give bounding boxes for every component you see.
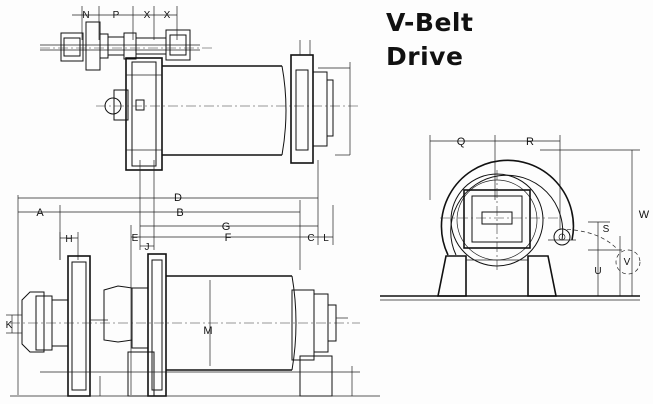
dim-label-m: M xyxy=(203,325,212,337)
dim-label-k: K xyxy=(6,320,13,331)
dim-label-n: N xyxy=(82,10,89,21)
dim-label-p: P xyxy=(113,10,120,21)
dim-label-q: Q xyxy=(457,136,466,148)
dim-label-l: L xyxy=(323,233,329,244)
end-support-left xyxy=(437,255,467,297)
motor-sheave-elevation xyxy=(67,255,91,397)
dim-label-g: G xyxy=(222,221,231,233)
end-support-right xyxy=(527,255,557,297)
mill-shell-elevation xyxy=(291,275,297,371)
mill-shell-plan xyxy=(281,65,287,156)
feed-pedestal xyxy=(127,351,155,397)
dim-label-x2: X xyxy=(164,10,171,21)
title-line-1: V-Belt xyxy=(386,8,474,37)
side-elevation-view: D A B G E F C L H J xyxy=(6,160,380,397)
dim-label-w: W xyxy=(639,209,650,221)
dim-label-f: F xyxy=(225,232,232,244)
dim-label-h: H xyxy=(65,234,72,245)
dim-label-e: E xyxy=(132,233,139,244)
gear-guard-outline xyxy=(440,159,575,256)
dim-label-c: C xyxy=(307,233,314,244)
discharge-pedestal xyxy=(299,355,333,397)
ring-gear-guard-elevation xyxy=(147,253,167,397)
dim-label-d: D xyxy=(174,192,182,204)
dim-label-a: A xyxy=(36,207,44,219)
motor-elevation xyxy=(21,291,45,353)
dim-label-r: R xyxy=(526,136,534,148)
ring-gear-guard-plan xyxy=(125,57,163,171)
dim-label-b: B xyxy=(176,207,183,219)
pillow-block-plan xyxy=(165,29,191,61)
plan-view: N P X X xyxy=(40,6,360,171)
belt-path xyxy=(559,228,619,251)
dim-label-v: V xyxy=(624,257,631,268)
motor-end-dashed xyxy=(615,249,641,275)
discharge-head-plan xyxy=(290,54,314,164)
dim-label-u: U xyxy=(594,266,601,277)
dim-label-j: J xyxy=(145,242,150,253)
feed-chute xyxy=(103,285,133,343)
dim-label-x1: X xyxy=(144,10,151,21)
dim-label-s: S xyxy=(603,224,610,235)
motor-sheave-plan xyxy=(85,21,101,71)
motor-block-plan xyxy=(60,32,84,62)
title-line-2: Drive xyxy=(386,42,464,71)
end-view: Q R W S xyxy=(380,135,650,301)
